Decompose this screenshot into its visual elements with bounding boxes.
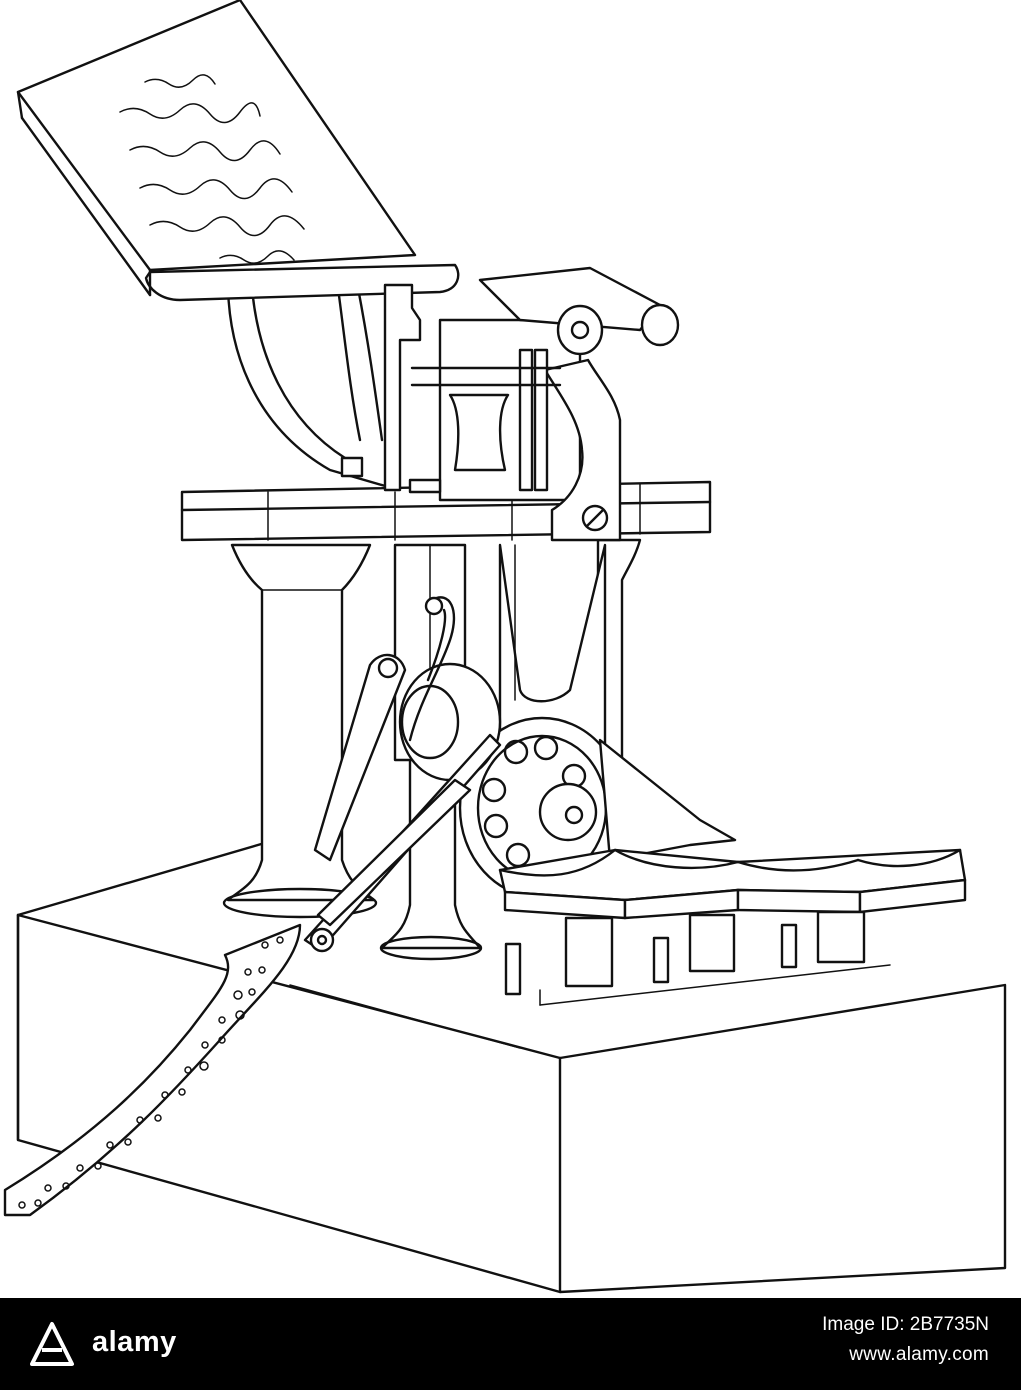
right-column	[596, 538, 642, 762]
tape-perforations	[18, 936, 284, 1209]
handwriting-lines	[119, 74, 305, 264]
paper-tape	[3, 923, 302, 1217]
alamy-logo-icon	[30, 1322, 74, 1366]
engraving-illustration	[3, 0, 1007, 1294]
copy-holder-shelf	[144, 263, 460, 302]
upper-mechanism	[383, 266, 680, 542]
manuscript-page	[16, 0, 417, 297]
flywheel	[458, 716, 737, 900]
copy-holder-arms	[226, 286, 394, 490]
base-block	[16, 838, 1007, 1294]
lever-linkage	[303, 596, 502, 953]
punching-machine-drawing	[3, 0, 1007, 1294]
stock-banner: alamy Image ID: 2B7735N www.alamy.com	[0, 1298, 1021, 1390]
logo-text: alamy	[92, 1326, 177, 1358]
image-id-block: Image ID: 2B7735N www.alamy.com	[569, 1310, 989, 1370]
site-url[interactable]: www.alamy.com	[849, 1344, 989, 1365]
image-id-label: Image ID: 2B7735N	[822, 1314, 989, 1335]
keyboard-keys	[498, 848, 967, 1006]
alamy-logo[interactable]: alamy	[26, 1320, 236, 1368]
